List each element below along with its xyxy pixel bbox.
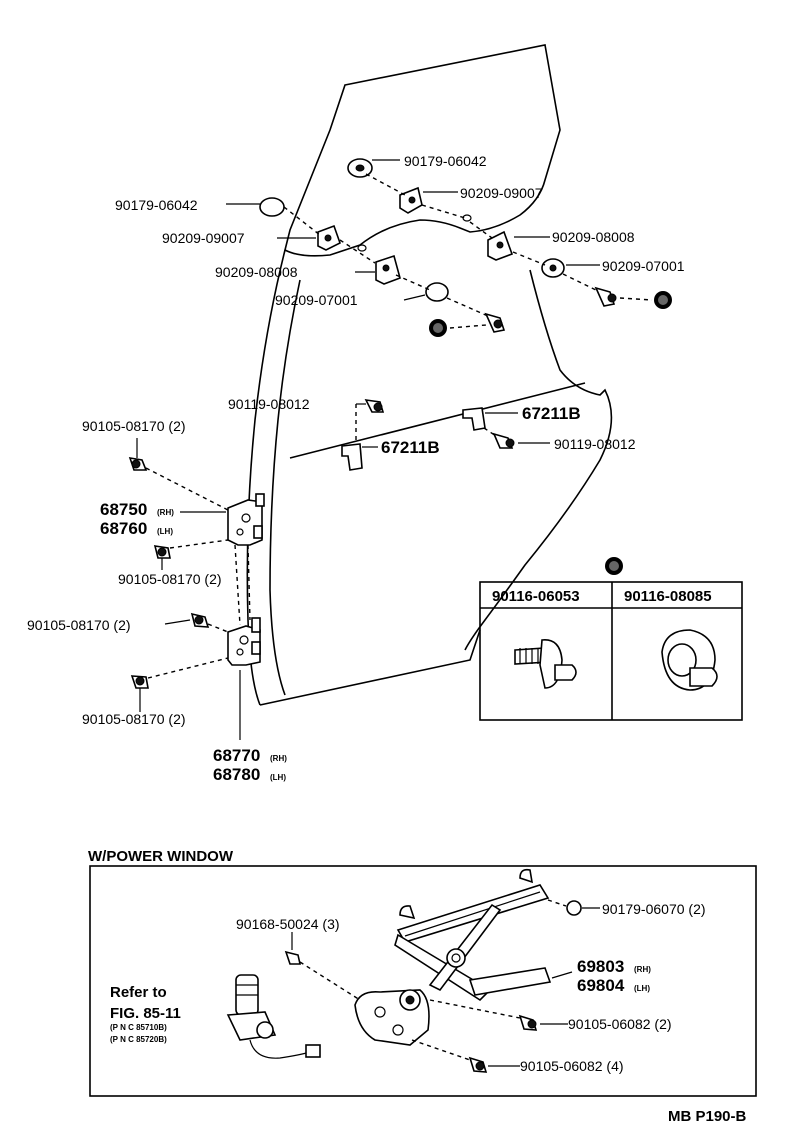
label-90105-08170-c: 90105-08170 (2) [27,617,131,633]
label-68770: 68770 [213,746,260,765]
label-90209-09007-left: 90209-09007 [162,230,245,246]
fastener-table [479,581,743,721]
label-68780-side: (LH) [270,773,286,782]
label-68750-side: (RH) [157,508,174,517]
clip-90116-08085-drawing [661,629,718,691]
table-header-90116-08085: 90116-08085 [624,588,712,605]
nut-90179-06070 [566,900,582,916]
pnc-line-2: (P N C 85720B) [110,1035,167,1044]
washer-90179-06042-left [259,197,285,217]
bolt-90168-50024 [284,950,301,965]
label-90105-08170-b: 90105-08170 (2) [118,571,222,587]
label-90209-08008-right: 90209-08008 [552,229,635,245]
label-69803-side: (RH) [634,965,651,974]
label-90209-09007-top: 90209-09007 [460,185,543,201]
bracket-67211b-left [341,443,363,471]
hinge-68770 [227,625,261,666]
window-regulator [354,868,552,1046]
bracket-67211b-right [462,407,486,431]
label-90209-07001-left: 90209-07001 [275,292,358,308]
label-90105-06082-b: 90105-06082 (4) [520,1058,624,1074]
upper-parts [128,158,672,740]
power-window-title: W/POWER WINDOW [88,848,234,865]
label-90179-06042-left: 90179-06042 [115,197,198,213]
label-90105-08170-a: 90105-08170 (2) [82,418,186,434]
door-glass-outline [246,44,613,706]
refer-to-text: Refer to [110,984,167,1001]
regulator-motor [226,974,321,1059]
label-68780: 68780 [213,765,260,784]
label-90105-08170-d: 90105-08170 (2) [82,711,186,727]
label-90209-07001-right: 90209-07001 [602,258,685,274]
label-68770-side: (RH) [270,754,287,763]
label-68760-side: (LH) [157,527,173,536]
label-90119-08012-top: 90119-08012 [228,396,310,412]
washer-90209-07001-left [425,282,449,302]
label-90119-08012-right: 90119-08012 [554,436,636,452]
clip-90116-06053-drawing [514,639,577,689]
label-68760: 68760 [100,519,147,538]
label-69803: 69803 [577,957,624,976]
label-69804: 69804 [577,976,625,995]
power-window-box [89,865,757,1097]
label-68750: 68750 [100,500,147,519]
label-90105-06082-a: 90105-06082 (2) [568,1016,672,1032]
label-90179-06070: 90179-06070 (2) [602,901,706,917]
pnc-line-1: (P N C 85710B) [110,1023,167,1032]
labels: 90179-06042 90209-09007 90179-06042 9020… [27,153,747,1125]
diagram-code: MB P190-B [668,1108,747,1125]
label-67211b-left: 67211B [381,438,440,457]
label-90209-08008-left: 90209-08008 [215,264,298,280]
table-header-90116-06053: 90116-06053 [492,588,580,605]
label-69804-side: (LH) [634,984,650,993]
label-90179-06042-top: 90179-06042 [404,153,487,169]
refer-fig-text: FIG. 85-11 [110,1005,181,1022]
label-90168-50024: 90168-50024 (3) [236,916,340,932]
label-67211b-right: 67211B [522,404,581,423]
